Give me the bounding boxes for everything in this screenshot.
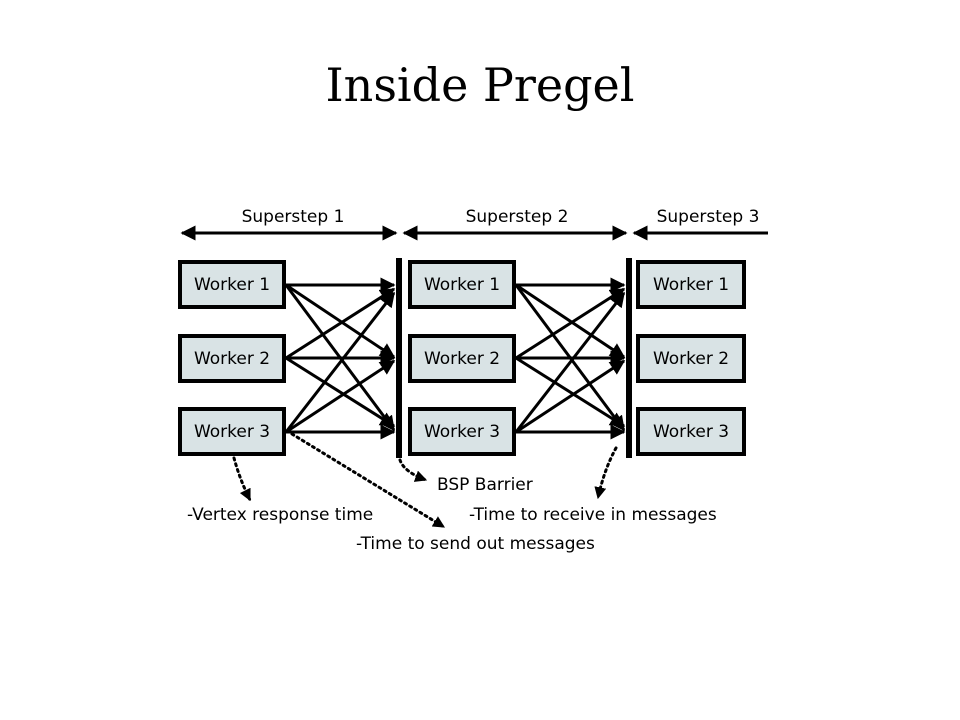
worker-box-c1-1	[178, 260, 286, 309]
msg-arrow-1-2-3	[285, 356, 396, 428]
msg-arrow-2-1-2	[515, 283, 626, 359]
vertex-response-arrow	[232, 456, 252, 502]
bsp-barrier-arrow	[398, 458, 428, 482]
receive-messages-label: -Time to receive in messages	[469, 505, 717, 525]
vertex-response-label: -Vertex response time	[187, 505, 373, 525]
worker-label-c1-3: Worker 3	[194, 422, 270, 442]
worker-box-c2-3	[408, 407, 516, 456]
worker-box-c1-2	[178, 334, 286, 383]
worker-column-3: Worker 1 Worker 2 Worker 3	[636, 260, 746, 456]
worker-label-c3-1: Worker 1	[653, 275, 729, 295]
worker-box-c1-3	[178, 407, 286, 456]
send-messages-label: -Time to send out messages	[356, 534, 595, 554]
bsp-barrier-2	[626, 258, 632, 458]
annotation-arrows	[232, 432, 618, 529]
msg-arrow-1-2-1	[285, 287, 396, 360]
worker-box-c2-2	[408, 334, 516, 383]
worker-label-c3-3: Worker 3	[653, 422, 729, 442]
msg-arrow-1-1-2	[285, 283, 396, 359]
worker-column-1: Worker 1 Worker 2 Worker 3	[178, 260, 286, 456]
worker-label-c1-1: Worker 1	[194, 275, 270, 295]
worker-label-c1-2: Worker 2	[194, 349, 270, 369]
worker-box-c2-1	[408, 260, 516, 309]
worker-column-2: Worker 1 Worker 2 Worker 3	[408, 260, 516, 456]
bsp-barrier-label: BSP Barrier	[437, 475, 533, 495]
message-arrows-step-2	[514, 277, 626, 440]
receive-messages-arrow	[594, 446, 618, 500]
worker-label-c2-3: Worker 3	[424, 422, 500, 442]
superstep-labels: Superstep 1 Superstep 2 Superstep 3	[242, 207, 760, 227]
msg-arrow-2-2-3	[515, 356, 626, 428]
worker-box-c3-3	[636, 407, 746, 456]
worker-box-c3-2	[636, 334, 746, 383]
worker-label-c2-1: Worker 1	[424, 275, 500, 295]
msg-arrow-1-3-2	[285, 359, 396, 434]
slide-title: Inside Pregel	[325, 58, 635, 112]
msg-arrow-1-3-1	[284, 291, 396, 433]
superstep-3-label: Superstep 3	[657, 207, 760, 227]
worker-box-c3-1	[636, 260, 746, 309]
bsp-barrier-1	[396, 258, 402, 458]
superstep-1-label: Superstep 1	[242, 207, 345, 227]
worker-label-c3-2: Worker 2	[653, 349, 729, 369]
superstep-2-label: Superstep 2	[466, 207, 569, 227]
worker-label-c2-2: Worker 2	[424, 349, 500, 369]
msg-arrow-2-3-2	[515, 359, 626, 434]
message-arrows-step-1	[284, 277, 396, 440]
send-messages-arrow	[290, 432, 446, 529]
msg-arrow-2-3-1	[514, 291, 626, 433]
msg-arrow-2-2-1	[515, 287, 626, 360]
